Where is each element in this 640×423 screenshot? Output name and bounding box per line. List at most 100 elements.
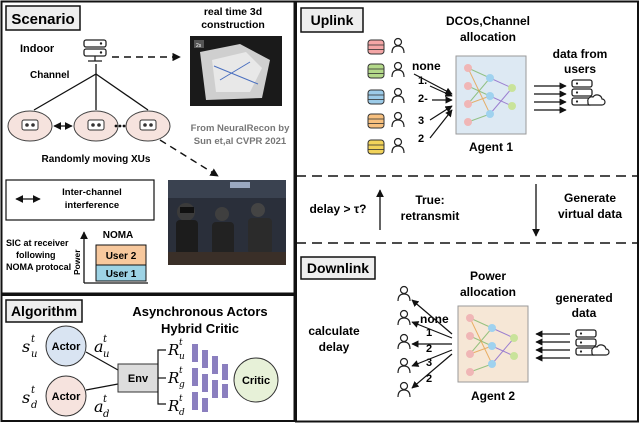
- uplink-heading-line1: DCOs,Channel: [446, 14, 530, 28]
- user-icon: [397, 285, 411, 302]
- agent1-label: Agent 1: [469, 140, 513, 154]
- uplink-title: Uplink: [311, 12, 354, 28]
- svg-text:a: a: [94, 337, 104, 356]
- xu-device-1: [7, 110, 53, 142]
- sic-line1: SIC at receiver: [6, 238, 69, 248]
- channel-tree-right: [95, 73, 149, 111]
- uplink-heading-line2: allocation: [460, 30, 516, 44]
- svg-text:g: g: [179, 380, 185, 390]
- recon-title-line2: construction: [201, 19, 265, 31]
- svg-text:R: R: [167, 369, 179, 387]
- scenario-title-box: [5, 5, 81, 31]
- noma-label: NOMA: [103, 230, 134, 241]
- actor-u-circle: [45, 325, 87, 367]
- user1-bar: [95, 264, 147, 282]
- database-icon: [367, 39, 385, 55]
- downlink-heading-line2: allocation: [460, 285, 516, 299]
- user-icon: [391, 87, 405, 104]
- ellipsis-dot: [122, 124, 126, 128]
- actor-d-label: Actor: [52, 391, 81, 403]
- actor-d-to-env: [85, 383, 119, 391]
- reward-bracket: [157, 349, 166, 405]
- delay-condition: delay > τ?: [309, 202, 366, 216]
- data-from-users-line2: users: [564, 62, 596, 76]
- true-line2: retransmit: [401, 209, 460, 223]
- svg-text:t: t: [179, 338, 183, 348]
- algorithm-title: Algorithm: [11, 303, 77, 319]
- legend-text-line2: interference: [65, 200, 119, 211]
- agent1-network: [455, 55, 527, 135]
- user-icon: [397, 333, 411, 350]
- sic-line2: following: [16, 250, 56, 260]
- randomly-moving-label: Randomly moving XUs: [42, 154, 151, 165]
- downlink-heading-line1: Power: [470, 269, 506, 283]
- svg-text:a: a: [94, 397, 104, 416]
- uplink-label-2: 2-: [418, 93, 428, 105]
- generate-line1: Generate: [564, 191, 616, 205]
- svg-text:u: u: [31, 349, 37, 360]
- actor-d-circle: [45, 375, 87, 417]
- reward-g-symbol: R t g: [167, 366, 185, 390]
- downlink-user-column: [397, 285, 411, 398]
- xu-device-3: [125, 110, 171, 142]
- generate-line2: virtual data: [558, 207, 622, 221]
- server-icon: [83, 39, 107, 62]
- user-icon: [391, 111, 405, 128]
- true-line1: True:: [415, 193, 444, 207]
- env-label: Env: [128, 373, 149, 385]
- uplink-label-4: 2: [418, 133, 424, 145]
- user-icon: [397, 357, 411, 374]
- right-panel: [295, 0, 639, 423]
- uplink-title-box: [300, 7, 364, 33]
- svg-text:u: u: [103, 349, 109, 360]
- svg-text:R: R: [167, 397, 179, 415]
- critic-network-bars: [192, 344, 228, 412]
- algorithm-panel: [0, 294, 296, 422]
- downlink-label-4: 2: [426, 373, 432, 385]
- ellipsis-dot: [118, 124, 122, 128]
- scenario-title: Scenario: [11, 11, 74, 28]
- critic-circle: [233, 357, 279, 403]
- reward-d-symbol: R t d: [167, 394, 185, 418]
- svg-text:t: t: [31, 334, 36, 345]
- ellipsis-dot: [114, 124, 118, 128]
- recon-badge: 2s: [196, 43, 202, 49]
- user1-label: User 1: [106, 269, 137, 280]
- credit-line2: Sun et,al CVPR 2021: [194, 136, 287, 147]
- downlink-title-box: [300, 256, 376, 280]
- svg-text:s: s: [22, 388, 30, 407]
- algorithm-title-box: [5, 299, 83, 323]
- svg-text:R: R: [167, 341, 179, 359]
- downlink-input-arrows: [535, 330, 570, 362]
- credit-line1: From NeuralRecon by: [191, 123, 290, 134]
- user-icon: [391, 37, 405, 54]
- algorithm-heading-line1: Asynchronous Actors: [132, 304, 267, 319]
- reconstruction-image: 2s: [190, 36, 282, 106]
- uplink-server-stack: [367, 39, 385, 155]
- indoor-label: Indoor: [20, 43, 55, 55]
- env-box: [117, 363, 159, 393]
- svg-text:d: d: [103, 409, 109, 420]
- svg-text:u: u: [179, 352, 185, 362]
- downlink-arrows: [411, 299, 453, 389]
- cloud-server-icon: [575, 329, 610, 356]
- uplink-label-3: 3: [418, 115, 424, 127]
- svg-text:s: s: [22, 337, 30, 356]
- cloud-server-icon: [571, 79, 606, 106]
- data-from-users-line1: data from: [553, 47, 608, 61]
- reward-u-symbol: R t u: [167, 338, 185, 362]
- svg-text:t: t: [179, 366, 183, 376]
- legend-text-line1: Inter-channel: [62, 187, 122, 198]
- uplink-user-column: [391, 37, 405, 154]
- database-icon: [367, 63, 385, 79]
- svg-text:d: d: [179, 408, 185, 418]
- svg-text:t: t: [103, 334, 108, 345]
- database-icon: [367, 89, 385, 105]
- calculate-delay-line2: delay: [319, 340, 350, 354]
- calculate-delay-line1: calculate: [308, 324, 360, 338]
- uplink-label-0: none: [412, 59, 441, 73]
- state-u-symbol: s t u: [22, 334, 37, 360]
- algorithm-heading-line2: Hybrid Critic: [161, 321, 239, 336]
- uplink-output-arrows: [534, 82, 567, 114]
- actor-u-to-env: [85, 351, 119, 371]
